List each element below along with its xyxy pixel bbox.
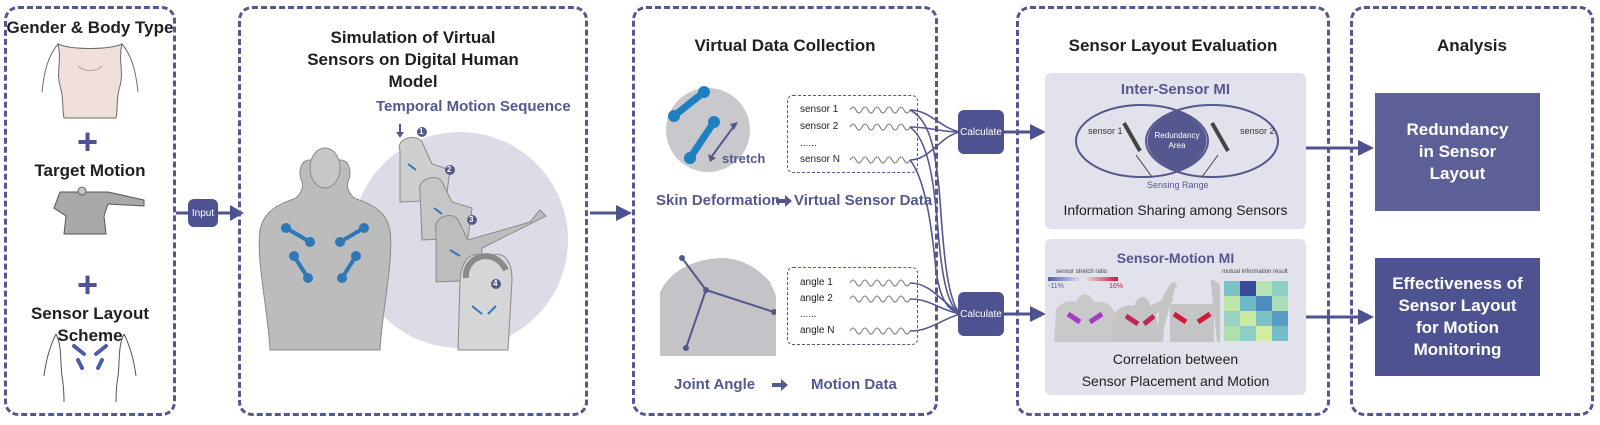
temporal-motion-label: Temporal Motion Sequence [376,98,571,115]
angle-1-label: angle 1 [800,277,833,288]
stretch-label: stretch [722,151,766,166]
layout-evaluation-title: Sensor Layout Evaluation [1068,36,1278,55]
sensor-motion-mi-title: Sensor-Motion MI [1116,250,1235,266]
sensing-range-label: Sensing Range [1147,180,1209,190]
angle-n-label: angle N [800,325,835,336]
gender-body-type-title: Gender & Body Type [6,18,174,37]
plus-sign-2: + [77,264,99,305]
skin-deformation-label: Skin Deformation [656,192,781,209]
info-sharing-label: Information Sharing among Sensors [1063,202,1288,218]
step-number-2: 2 [447,165,452,174]
mi-result-label: mutual information result [1222,269,1288,275]
angle-2-label: angle 2 [800,293,833,304]
inter-sensor-mi-title: Inter-Sensor MI [1120,81,1231,98]
motion-data-label: Motion Data [811,376,897,393]
sensor-n-label: sensor N [800,154,841,165]
calculate-button-1: Calculate [958,110,1004,154]
venn-sensor-1-label: sensor 1 [1088,126,1123,136]
simulation-title-text: Simulation of Virtual Sensors on Digital… [307,28,519,91]
female-torso-illustration [41,43,139,119]
calculate-button-2: Calculate [958,292,1004,336]
angle-ellipsis: ...... [800,309,817,320]
virtual-sensor-data-label: Virtual Sensor Data [794,192,933,209]
right-arrow-icon-2 [772,379,788,391]
venn-sensor-2-label: sensor 2 [1240,126,1275,136]
redundancy-box: Redundancy in Sensor Layout [1375,93,1540,211]
simulation-title: Simulation of Virtual Sensors on Digital… [238,27,588,93]
effectiveness-box: Effectiveness of Sensor Layout for Motio… [1375,258,1540,376]
stretch-ratio-colorbar [1048,277,1118,281]
panel-layout-evaluation [1016,6,1330,416]
sensor-layout-scheme-title: Sensor Layout Scheme [30,304,150,345]
correlation-label-2: Sensor Placement and Motion [1081,373,1270,389]
sensor-1-label: sensor 1 [800,104,839,115]
venn-diagram [1075,104,1279,178]
input-button: Input [188,199,218,227]
arm-raise-motion-illustration [53,186,145,235]
effectiveness-box-text: Effectiveness of Sensor Layout for Motio… [1392,274,1523,359]
analysis-title: Analysis [1437,36,1507,55]
neg-ratio-label: -11% [1048,283,1064,290]
data-collection-title: Virtual Data Collection [694,36,876,55]
panel-inputs [4,6,176,416]
sensor-ellipsis: ...... [800,138,817,149]
redundancy-box-text: Redundancy in Sensor Layout [1406,120,1509,183]
sensor-layout-illustration [43,333,137,402]
joint-angle-illustration [660,252,776,356]
redundancy-area-label: Redundancy Area [1154,131,1200,150]
sensor-2-label: sensor 2 [800,121,839,132]
stretch-ratio-label: sensor stretch ratio [1056,269,1108,275]
joint-angle-label: Joint Angle [674,376,756,393]
target-motion-title: Target Motion [34,161,146,180]
plus-sign-1: + [77,121,99,162]
step-number-4: 4 [493,279,498,288]
panel-analysis [1350,6,1594,416]
pos-ratio-label: 16% [1109,283,1124,290]
angle-wave-box [787,267,918,345]
step-number-1: 1 [419,127,424,136]
right-arrow-icon [776,195,792,207]
digital-human-illustration [258,124,568,351]
skin-deformation-illustration [666,86,750,172]
step-number-3: 3 [469,215,474,224]
correlation-label-1: Correlation between [1112,351,1239,367]
panel-simulation [238,6,588,416]
motion-figures-illustration [1054,280,1220,342]
mi-heatmap [1224,281,1288,341]
